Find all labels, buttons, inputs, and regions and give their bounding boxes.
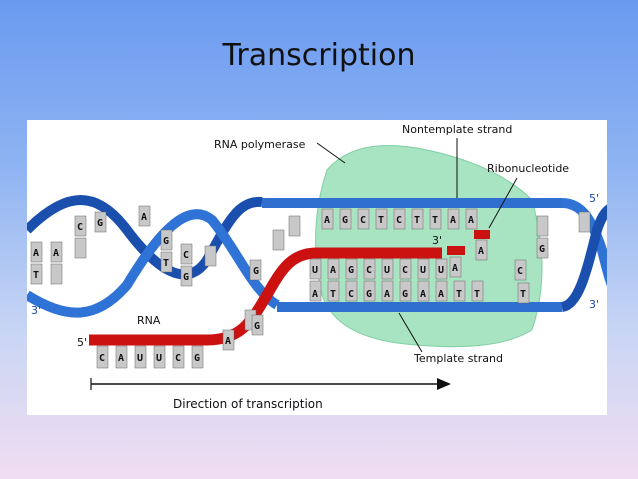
lh-base-5: G (97, 218, 103, 229)
lh-base-1: A (33, 248, 39, 259)
rh-base-1: T (520, 289, 526, 300)
rna-base-8: U (438, 265, 444, 276)
nt-base-6: T (414, 215, 420, 226)
nt-base-4: T (378, 215, 384, 226)
rna-rising-base-2: G (254, 321, 260, 332)
ribonucleotide-base (475, 239, 488, 261)
left-3prime-label: 3' (31, 304, 41, 317)
rna-base-6: C (402, 265, 408, 276)
rh-base-2: G (539, 244, 545, 255)
nt-base-1: A (324, 215, 330, 226)
tpl-base-2: T (330, 289, 336, 300)
nontemplate-bases (321, 208, 478, 230)
lh-base-3: A (53, 248, 59, 259)
right-helix-bases (514, 211, 591, 304)
rna-rising-base-3: A (225, 336, 231, 347)
rna-rising-bases (222, 259, 264, 351)
transcription-diagram: A G C T C T T A A U A G C U C U U (27, 120, 607, 415)
tpl-base-9: T (456, 289, 462, 300)
rna-polymerase-blob (315, 145, 543, 348)
tpl-base-10: T (474, 289, 480, 300)
rna-rising-base-1: G (253, 266, 259, 277)
right-5prime-label: 5' (589, 192, 599, 205)
rna-3prime-label: 3' (432, 234, 442, 247)
tpl-base-6: G (402, 289, 408, 300)
rna-strand-bases (96, 345, 204, 369)
ribonucleotide-free (474, 230, 490, 239)
tpl-base-7: A (420, 289, 426, 300)
lh-base-2: T (33, 270, 39, 281)
rna-polymerase-pointer (316, 142, 346, 164)
slide-title: Transcription (222, 38, 416, 73)
rna-5prime-label: 5' (77, 336, 87, 349)
lh2-base-3: T (163, 258, 169, 269)
rna-base-4: C (366, 265, 372, 276)
nt-base-7: T (432, 215, 438, 226)
rna-strand-base-2: A (118, 353, 124, 364)
tpl-base-3: C (348, 289, 354, 300)
right-helix-b (560, 204, 607, 312)
rna-base-3: G (348, 265, 354, 276)
left-helix-bases (30, 205, 301, 287)
rna-base-9: A (452, 263, 458, 274)
rna-polymerase-label: RNA polymerase (214, 138, 306, 151)
tpl-base-5: A (384, 289, 390, 300)
lh2-base-5: G (183, 272, 189, 283)
rna-base-5: U (384, 265, 390, 276)
lh2-base-1: A (141, 212, 147, 223)
nt-base-9: A (468, 215, 474, 226)
direction-label: Direction of transcription (173, 397, 323, 411)
nt-base-8: A (450, 215, 456, 226)
left-5prime-label: 5' (31, 216, 41, 229)
rna-label: RNA (137, 314, 161, 327)
ribonucleotide-incoming (447, 246, 465, 255)
rna-strand-base-5: C (175, 353, 181, 364)
nt-base-3: C (360, 215, 366, 226)
right-3prime-label: 3' (589, 298, 599, 311)
template-strand-label: Template strand (413, 352, 503, 365)
ribonucleotide-base-letter: A (478, 246, 484, 257)
rna-base-1: U (312, 265, 318, 276)
rna-strand-base-1: C (99, 353, 105, 364)
nt-base-5: C (396, 215, 402, 226)
rna-strand-base-4: U (156, 353, 162, 364)
rh-base-3: C (517, 266, 523, 277)
ribonucleotide-label: Ribonucleotide (487, 162, 569, 175)
rna-bubble-bases (309, 256, 462, 280)
tpl-base-1: A (312, 289, 318, 300)
lh2-base-2: G (163, 236, 169, 247)
ribonucleotide-pointer (488, 177, 518, 229)
diagram-svg: A G C T C T T A A U A G C U C U U (27, 123, 607, 411)
template-strand-pointer (398, 312, 423, 353)
direction-arrowhead-icon (437, 378, 451, 390)
tpl-base-8: A (438, 289, 444, 300)
left-helix-front (27, 209, 280, 318)
lh-base-4: C (77, 222, 83, 233)
rna-strand-base-3: U (137, 353, 143, 364)
rna-base-2: A (330, 265, 336, 276)
tpl-base-4: G (366, 289, 372, 300)
nontemplate-strand-label: Nontemplate strand (402, 123, 512, 136)
right-helix-a (561, 198, 607, 287)
rna-strand-base-6: G (194, 353, 200, 364)
rna-base-7: U (420, 265, 426, 276)
template-bases (309, 280, 484, 302)
lh2-base-4: C (183, 250, 189, 261)
nt-base-2: G (342, 215, 348, 226)
